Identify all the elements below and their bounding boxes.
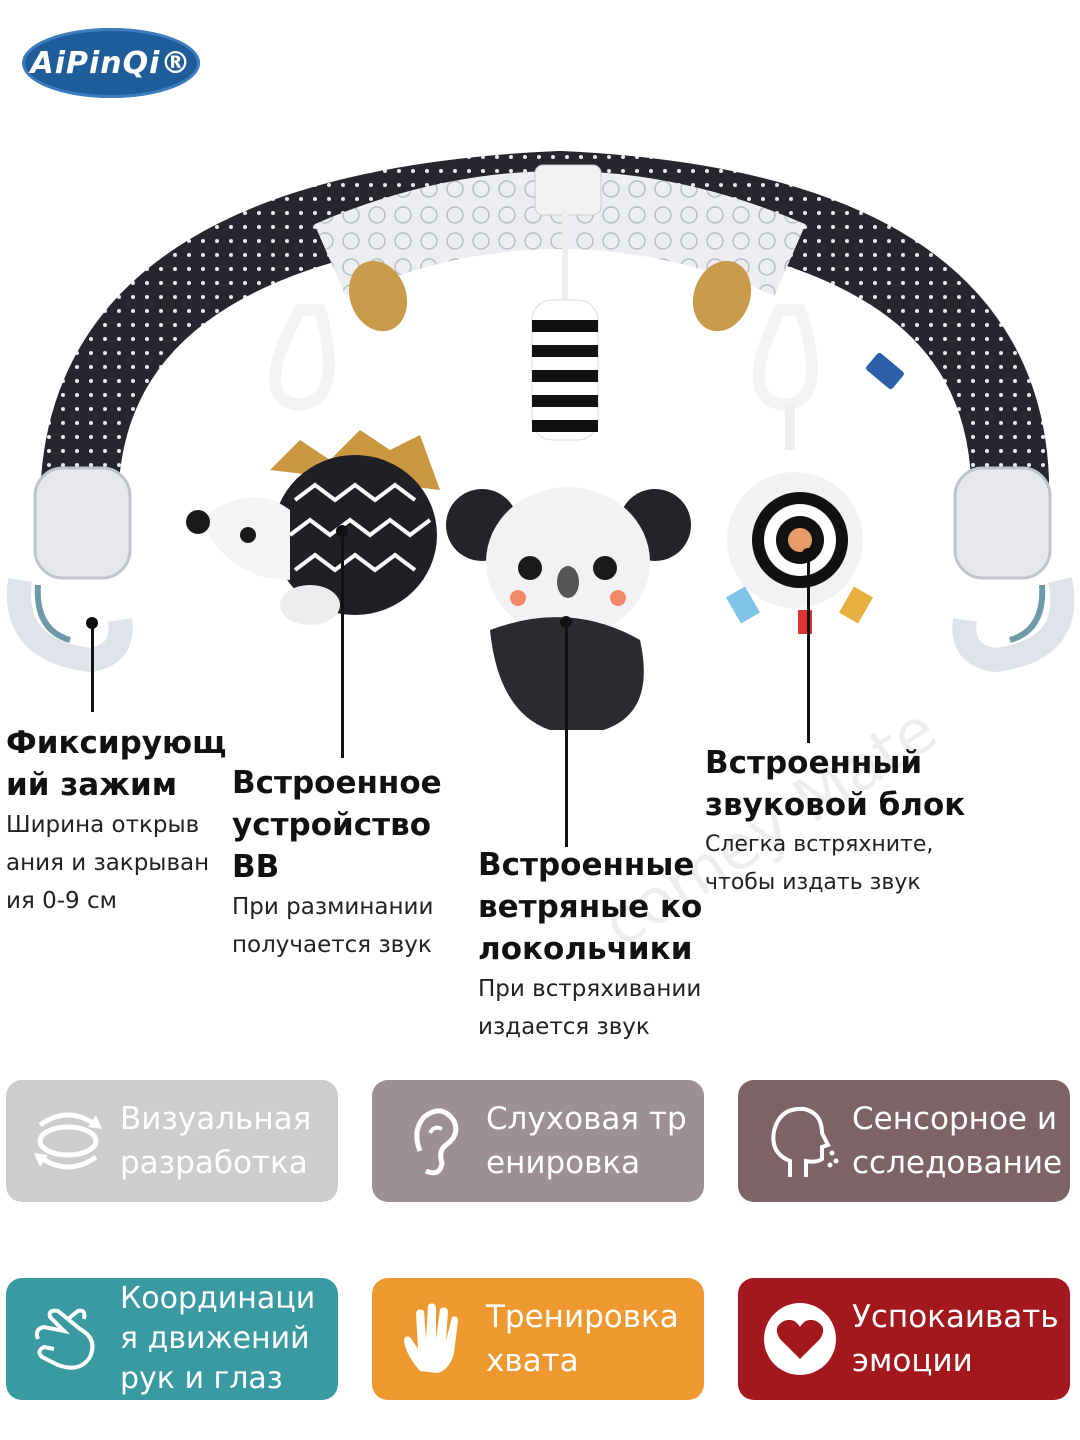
heart-icon: [754, 1293, 846, 1385]
ring-right: [752, 304, 818, 412]
callout-bb-desc: При разминании получается звук: [232, 894, 434, 958]
clamp-left: [6, 466, 133, 673]
face-icon: [754, 1095, 846, 1187]
sound-block-toy: [725, 405, 874, 634]
ear-icon: [388, 1095, 480, 1187]
hand-outline-icon: [22, 1293, 114, 1385]
feature-label: Успокаивать эмоции: [852, 1299, 1059, 1379]
callout-bells-title: Встроенные ветряные ко локольчики: [478, 847, 703, 967]
feature-label: Визуальная разработка: [120, 1101, 312, 1181]
feature-label: Координаци я движений рук и глаз: [120, 1281, 316, 1396]
feature-label: Сенсорное и сследование: [852, 1101, 1063, 1181]
product-image: [6, 150, 1075, 730]
feature-label: Тренировка хвата: [486, 1299, 679, 1379]
hand-icon: [388, 1293, 480, 1385]
eye-icon: [22, 1095, 114, 1187]
feature-label: Слуховая тр енировка: [486, 1101, 687, 1181]
feature-tile-soothe: Успокаивать эмоции: [738, 1278, 1070, 1400]
callout-bells: Встроенные ветряные ко локольчики При вс…: [478, 844, 718, 1046]
feature-tile-grip: Тренировка хвата: [372, 1278, 704, 1400]
koala-toy: [446, 210, 691, 730]
brand-logo: AiPinQi®: [22, 28, 200, 98]
arch-bar: [41, 150, 1049, 519]
hedgehog-toy: [186, 430, 440, 625]
callout-sound-desc: Слегка встряхните, чтобы издать звук: [705, 832, 934, 895]
callout-clamp-desc: Ширина открыв ания и закрыван ия 0-9 см: [6, 812, 210, 914]
leaf-left: [348, 260, 408, 332]
feature-tile-coordination: Координаци я движений рук и глаз: [6, 1278, 338, 1400]
callout-clamp-title: Фиксирующ ий зажим: [6, 725, 227, 803]
pointer-line-clamp: [91, 622, 94, 712]
feature-tile-visual: Визуальная разработка: [6, 1080, 338, 1202]
callout-bells-desc: При встряхивании издается звук: [478, 976, 702, 1040]
brand-logo-text: AiPinQi®: [30, 45, 192, 81]
pointer-line-bells: [565, 621, 568, 847]
ring-left: [269, 304, 335, 412]
leaf-right: [692, 260, 752, 332]
callout-clamp: Фиксирующ ий зажим Ширина открыв ания и …: [6, 722, 226, 920]
feature-tile-hearing: Слуховая тр енировка: [372, 1080, 704, 1202]
callout-bb-title: Встроенное устройство BB: [232, 765, 442, 885]
clamp-right: [952, 466, 1075, 673]
pointer-line-sound: [807, 553, 810, 743]
callout-sound-title: Встроенный звуковой блок: [705, 745, 966, 823]
callout-sound: Встроенный звуковой блок Слегка встряхни…: [705, 742, 975, 902]
feature-tile-sensory: Сенсорное и сследование: [738, 1080, 1070, 1202]
callout-bb: Встроенное устройство BB При разминании …: [232, 762, 482, 964]
pointer-line-bb: [341, 530, 344, 758]
